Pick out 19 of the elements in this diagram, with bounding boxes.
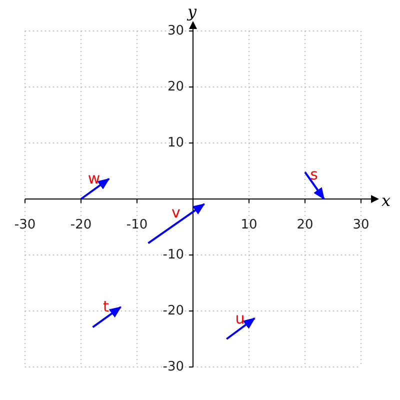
tick-label: -10 — [162, 248, 184, 262]
vector-label: t — [103, 300, 109, 314]
axis-label: y — [187, 4, 197, 20]
axis-label: x — [381, 193, 391, 209]
tick-label: 10 — [167, 136, 184, 150]
tick-label: -30 — [14, 218, 36, 232]
vector-label: w — [88, 172, 100, 186]
tick-label: -30 — [162, 360, 184, 374]
tick-label: 20 — [167, 80, 184, 94]
tick-label: 20 — [296, 218, 314, 232]
tick-label: -10 — [126, 218, 148, 232]
vector-label: v — [172, 206, 180, 220]
tick-label: -20 — [70, 218, 92, 232]
tick-label: 30 — [167, 24, 184, 38]
tick-label: 30 — [352, 218, 370, 232]
tick-label: 10 — [240, 218, 258, 232]
tick-label: -20 — [162, 304, 184, 318]
vector-label: u — [235, 312, 245, 326]
vector-label: s — [310, 168, 318, 182]
